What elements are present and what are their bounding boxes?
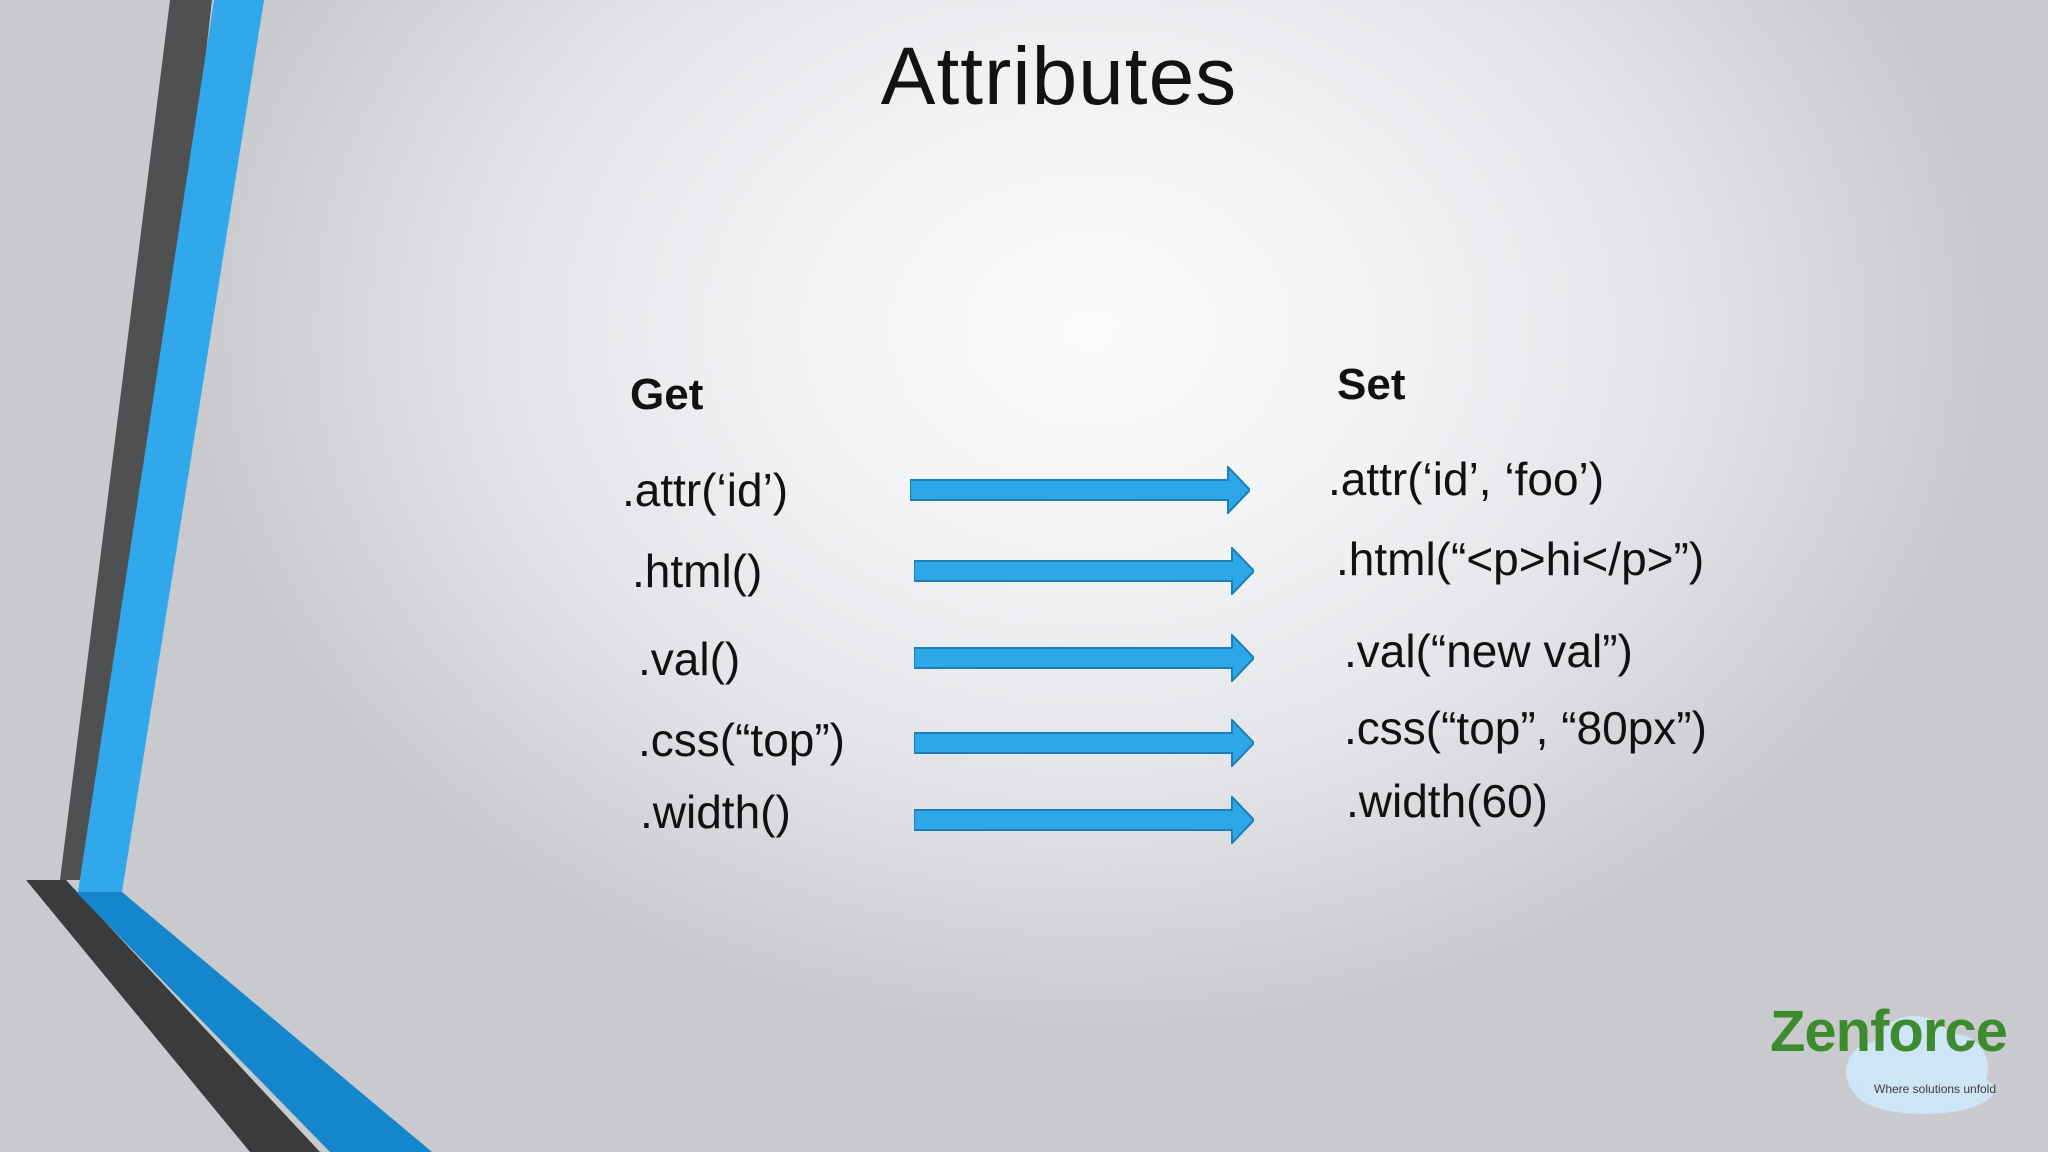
arrow-right-icon — [914, 796, 1254, 844]
get-item-attr: .attr(‘id’) — [622, 464, 789, 516]
get-item-css: .css(“top”) — [638, 714, 845, 766]
set-item-css: .css(“top”, “80px”) — [1344, 702, 1707, 754]
blue-stripe-top — [78, 0, 264, 892]
set-item-width: .width(60) — [1346, 775, 1548, 827]
set-item-html: .html(“<p>hi</p>”) — [1336, 533, 1705, 585]
arrow-right-icon — [910, 466, 1250, 514]
zenforce-logo: Zenforce Where solutions unfold — [1764, 998, 2008, 1116]
arrow-right-icon — [914, 634, 1254, 682]
slide-title: Attributes — [880, 31, 1238, 122]
set-item-attr: .attr(‘id’, ‘foo’) — [1328, 453, 1605, 505]
arrow-right-icon — [914, 719, 1254, 767]
get-item-html: .html() — [632, 545, 763, 597]
logo-wordmark: Zenforce — [1770, 999, 2008, 1064]
dark-stripe-bottom — [26, 880, 320, 1152]
get-heading: Get — [630, 370, 704, 419]
set-item-val: .val(“new val”) — [1344, 625, 1633, 677]
arrow-right-icon — [914, 547, 1254, 595]
get-item-width: .width() — [640, 786, 791, 838]
set-heading: Set — [1337, 360, 1406, 409]
logo-tagline: Where solutions unfold — [1874, 1082, 1997, 1096]
blue-stripe-bottom — [76, 892, 432, 1152]
dark-stripe-top — [60, 0, 212, 880]
get-item-val: .val() — [638, 633, 741, 685]
cloud-icon — [1846, 1016, 1994, 1114]
